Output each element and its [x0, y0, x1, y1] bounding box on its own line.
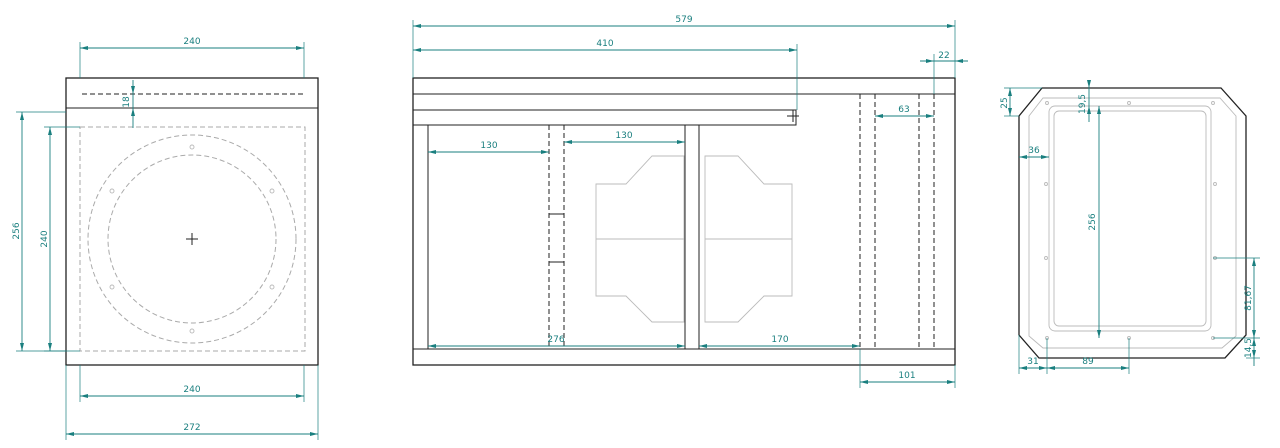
dim-side-130-mid: 130 — [564, 131, 685, 144]
dim-front-top-240: 240 — [79, 37, 305, 78]
dim-side-276-text: 276 — [547, 335, 564, 345]
dim-side-63-text: 63 — [898, 105, 909, 115]
front-inner-hidden-box — [79, 126, 306, 352]
dim-front-bottom-272-text: 272 — [183, 423, 200, 433]
dim-top-31-text: 31 — [1027, 357, 1038, 367]
driver-outer-circle — [87, 134, 297, 344]
dim-top-89: 89 — [1047, 338, 1130, 374]
dim-front-height-256-text: 256 — [12, 222, 22, 239]
side-shelf-cross — [787, 110, 799, 122]
dim-top-25: 25 — [1000, 87, 1042, 117]
dim-front-panel-18-text: 18 — [122, 96, 132, 108]
dim-front-bottom-240-text: 240 — [183, 385, 200, 395]
dim-top-31: 31 — [1018, 335, 1048, 374]
dim-top-14-5: 14,5 — [1244, 332, 1260, 366]
dim-side-101-text: 101 — [898, 371, 915, 381]
dim-side-276: 276 — [428, 335, 685, 348]
side-driver-right-profile — [704, 155, 793, 323]
dim-side-130-left: 130 — [428, 141, 549, 154]
dim-front-top-240-text: 240 — [183, 37, 200, 47]
side-hidden-notches — [549, 213, 564, 263]
dim-side-170-text: 170 — [771, 335, 788, 345]
dim-front-panel-18: 18 — [122, 80, 135, 128]
dim-top-36-text: 36 — [1028, 146, 1040, 156]
dim-front-bottom-240: 240 — [79, 365, 305, 402]
dim-top-19-5-text: 19,5 — [1078, 94, 1088, 114]
dim-side-579-text: 579 — [675, 15, 692, 25]
dim-front-bottom-272: 272 — [65, 365, 319, 440]
dim-side-22-text: 22 — [938, 51, 949, 61]
dim-side-101: 101 — [859, 349, 956, 388]
dim-top-14-5-text: 14,5 — [1244, 338, 1254, 358]
top-inner-plate — [1028, 97, 1237, 349]
dim-top-81-67: 81,67 — [1213, 257, 1260, 339]
dim-front-height-240-text: 240 — [40, 230, 50, 247]
dim-side-410-text: 410 — [596, 39, 613, 49]
front-outline — [65, 77, 319, 366]
top-outline — [1018, 87, 1247, 359]
dim-side-63: 63 — [875, 105, 934, 118]
driver-bolt-holes — [109, 144, 275, 334]
dim-top-36: 36 — [1019, 146, 1049, 159]
dim-side-130-mid-text: 130 — [615, 131, 632, 141]
dim-side-579: 579 — [412, 15, 956, 78]
top-view: 25 19,5 36 256 81, — [1000, 80, 1260, 374]
side-hidden-verticals — [548, 94, 935, 349]
side-outline — [412, 77, 956, 366]
dim-front-height-240: 240 — [40, 126, 80, 352]
dim-side-170: 170 — [699, 335, 860, 348]
dim-top-89-text: 89 — [1082, 357, 1094, 367]
side-center-divider — [684, 124, 700, 350]
dim-side-410: 410 — [413, 39, 798, 110]
center-cross — [186, 233, 198, 245]
dim-front-height-256: 256 — [12, 111, 66, 352]
side-view: 579 410 22 63 130 — [412, 15, 968, 388]
side-driver-left-profile — [595, 155, 685, 323]
front-view: 240 18 256 240 — [12, 37, 319, 440]
dim-side-22: 22 — [920, 51, 968, 94]
dim-top-256-text: 256 — [1088, 213, 1098, 230]
dim-top-19-5: 19,5 — [1078, 80, 1091, 122]
side-shelf — [413, 109, 797, 126]
dim-top-81-67-text: 81,67 — [1244, 285, 1254, 311]
top-cutout — [1048, 105, 1212, 332]
dim-side-130-left-text: 130 — [480, 141, 497, 151]
top-screw-holes — [1044, 101, 1217, 340]
dim-top-25-text: 25 — [1000, 97, 1010, 108]
dim-top-256: 256 — [1088, 106, 1101, 338]
driver-inner-circle — [107, 154, 277, 324]
